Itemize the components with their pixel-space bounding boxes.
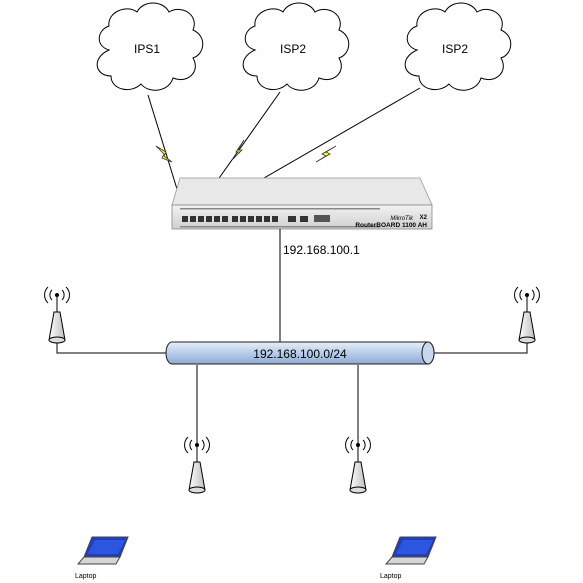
laptop-label: Laptop [75, 573, 97, 580]
laptop-left: Laptop [75, 536, 129, 580]
access-point-right [514, 286, 540, 344]
cloud-label: ISP2 [280, 42, 306, 56]
router-model-suffix: X2 [420, 215, 428, 221]
cloud-label: IPS1 [134, 42, 160, 56]
router-top-panel [171, 177, 433, 206]
wan-lightning-bolts [155, 139, 337, 163]
router-vents [180, 208, 380, 228]
access-point-left [44, 286, 70, 344]
lan-subnet-label: 192.168.100.0/24 [253, 347, 347, 361]
laptop-icon [76, 536, 129, 565]
lightning-bolt-icon [231, 139, 245, 161]
router-ip-label: 192.168.100.1 [283, 243, 360, 257]
laptop-right: Laptop [380, 536, 437, 580]
wifi-access-point-icon [44, 286, 70, 344]
wifi-access-point-icon [184, 436, 210, 494]
laptop-icon [384, 536, 437, 565]
cloud-isp2-right: ISP2 [404, 2, 512, 91]
router-brand-label: MikroTik [390, 216, 414, 222]
lightning-bolt-icon [315, 145, 337, 163]
access-point-bottom-right [345, 436, 371, 494]
router-ethernet-ports [182, 215, 330, 222]
router-model-label: RouterBOARD 1100 AH [355, 222, 427, 229]
lan-bus: 192.168.100.0/24 [165, 341, 435, 365]
lightning-bolt-icon [155, 145, 173, 163]
router-device: MikroTik X2 RouterBOARD 1100 AH [171, 177, 433, 230]
access-point-bottom-left [184, 436, 210, 494]
laptop-label: Laptop [380, 573, 402, 580]
wifi-access-point-icon [345, 436, 371, 494]
cloud-label: ISP2 [442, 42, 468, 56]
cloud-isp2-center: ISP2 [242, 2, 350, 91]
cloud-ips1: IPS1 [96, 2, 204, 91]
wifi-access-point-icon [514, 286, 540, 344]
